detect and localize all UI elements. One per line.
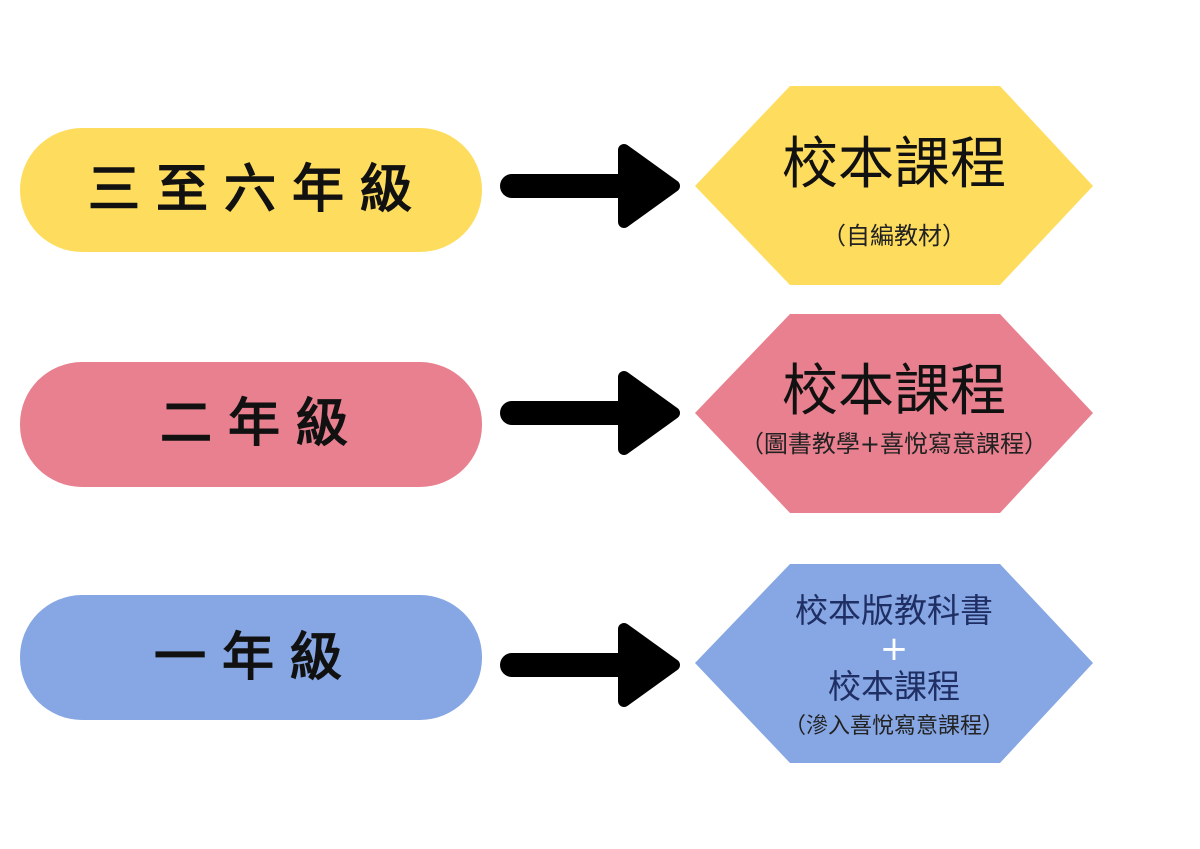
curriculum-hexagon-row-1 [695,86,1093,285]
curriculum-hexagon-row-3 [695,564,1093,763]
grade-label-3-to-6: 三至六年級 [88,160,428,220]
curriculum-note-row-1: （自編教材） [822,222,966,250]
grade-label-2: 二年級 [160,394,364,454]
grade-pill-2 [20,362,482,487]
curriculum-title-row-1: 校本課程 [782,132,1006,197]
grade-label-1: 一年級 [154,628,358,688]
curriculum-hexagon-row-2 [695,314,1093,513]
curriculum-note-row-3: （滲入喜悅寫意課程） [784,714,1004,739]
curriculum-title-row-2: 校本課程 [782,359,1006,424]
curriculum-title-row-3: 校本課程 [828,667,960,706]
grade-pill-1 [20,595,482,720]
grade-pill-3-to-6 [20,128,482,252]
arrow-head [618,371,680,455]
arrow-icon-row-3 [500,623,680,707]
arrow-icon-row-2 [500,371,680,455]
arrow-head [618,144,680,228]
arrow-icon-row-1 [500,144,680,228]
arrow-head [618,623,680,707]
row-grade-1: 一年級 校本版教科書 + 校本課程 （滲入喜悅寫意課程） [20,564,1093,763]
row-grade-2: 二年級 校本課程 （圖書教學+喜悅寫意課程） [20,314,1093,513]
curriculum-textbook-line: 校本版教科書 [795,591,993,630]
curriculum-note-row-2: （圖書教學+喜悅寫意課程） [740,430,1048,458]
row-grade-3-to-6: 三至六年級 校本課程 （自編教材） [20,86,1093,285]
curriculum-plus-sign: + [880,629,909,669]
